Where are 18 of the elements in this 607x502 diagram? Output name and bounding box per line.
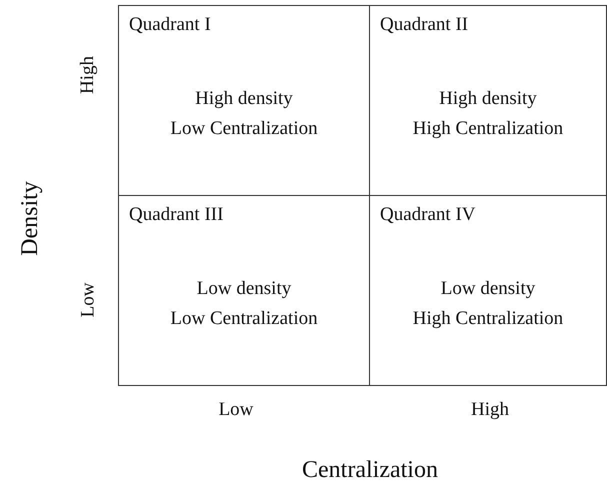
quadrant-title: Quadrant I <box>129 14 211 36</box>
quadrant-description: High density High Centralization <box>412 87 564 141</box>
quadrant-description: Low density High Centralization <box>412 277 564 331</box>
axis-title: Density <box>16 180 44 256</box>
axis-tick-label: Low <box>218 399 254 421</box>
quadrant-title: Quadrant IV <box>380 204 476 226</box>
quadrant-description: High density Low Centralization <box>169 87 319 141</box>
quadrant-box <box>369 5 607 196</box>
quadrant-title: Quadrant II <box>380 14 468 36</box>
axis-tick-label: High <box>471 399 509 421</box>
axis-tick-label: Low <box>77 282 99 318</box>
axis-title: Centralization <box>302 456 438 484</box>
axis-tick-label: High <box>77 56 99 94</box>
quadrant-description: Low density Low Centralization <box>169 277 319 331</box>
quadrant-box <box>118 5 370 196</box>
quadrant-box <box>118 195 370 386</box>
quadrant-title: Quadrant III <box>129 204 224 226</box>
quadrant-box <box>369 195 607 386</box>
